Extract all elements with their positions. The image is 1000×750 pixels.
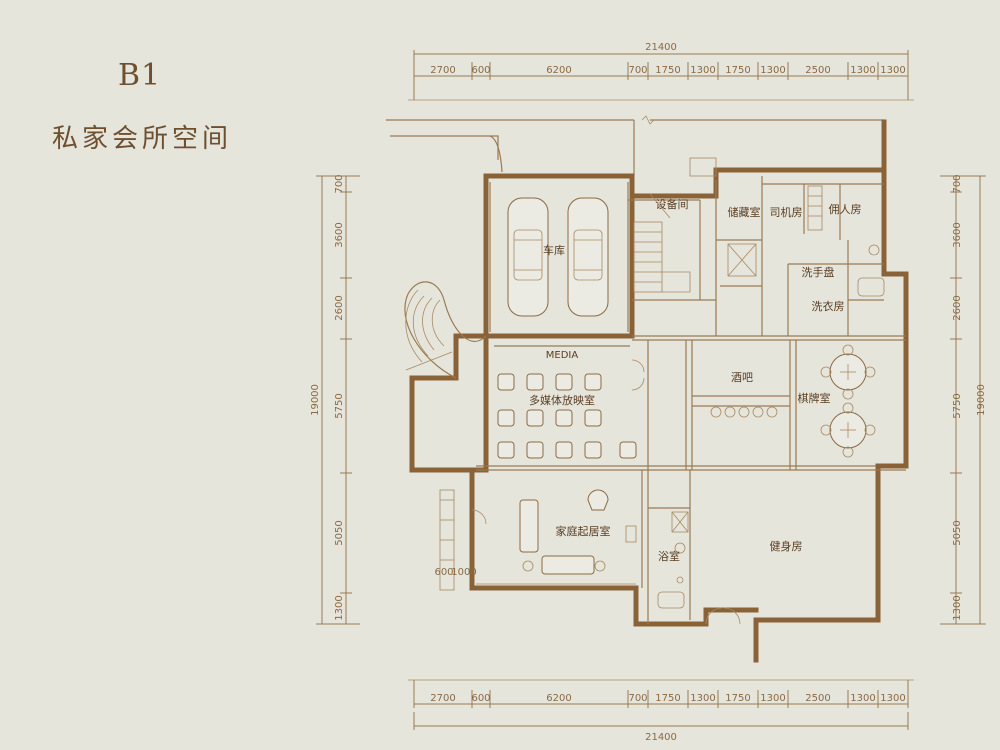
- equipment-room: 设备间: [633, 157, 717, 293]
- top-dim-5: 1300: [690, 65, 715, 76]
- floor-subtitle: 私家会所空间: [52, 124, 233, 154]
- right-dim-3: 5750: [952, 393, 963, 418]
- tv-icon: [625, 525, 637, 543]
- armchair-icon: [587, 489, 609, 511]
- room-bath-label: 浴室: [658, 549, 680, 563]
- bottom-dim-10: 1300: [880, 693, 905, 704]
- media-screen-label: MEDIA: [546, 350, 579, 361]
- top-dim-3: 700: [628, 65, 647, 76]
- top-dimensions: 21400 2700 600 6200 700 1750 1300 1750 1…: [408, 42, 914, 101]
- room-washbasin-label: 洗手盘: [802, 265, 835, 279]
- bath-tub-icon: [657, 591, 685, 609]
- right-dim-2: 2600: [952, 295, 963, 320]
- left-dim-0: 700: [334, 174, 345, 193]
- room-gym-label: 健身房: [770, 539, 803, 553]
- top-dim-2: 6200: [546, 65, 571, 76]
- left-total-dim: 19000: [310, 384, 321, 416]
- lamp-icon: [522, 560, 534, 572]
- top-dim-6: 1750: [725, 65, 750, 76]
- top-dim-1: 600: [471, 65, 490, 76]
- room-storage-label: 储藏室: [728, 205, 761, 219]
- bath-toilet-icon: [674, 542, 686, 554]
- bottom-dim-6: 1750: [725, 693, 750, 704]
- right-total-dim: 19000: [976, 384, 987, 416]
- room-laundry-label: 洗衣房: [812, 299, 845, 313]
- bottom-dim-8: 2500: [805, 693, 830, 704]
- bottom-dim-5: 1300: [690, 693, 715, 704]
- bottom-dim-3: 700: [628, 693, 647, 704]
- media-seats: [497, 373, 637, 459]
- left-dim-4: 5050: [334, 520, 345, 545]
- sofa-bottom-icon: [541, 555, 595, 575]
- top-dim-0: 2700: [430, 65, 455, 76]
- right-dim-5: 1300: [952, 595, 963, 620]
- left-dimensions: 19000 700 3600 2600 5750 5050 1300: [310, 174, 360, 625]
- garage: 车库: [507, 197, 609, 317]
- media-room: MEDIA 多媒体放映室: [494, 345, 645, 459]
- bottom-total-dim: 21400: [645, 732, 677, 743]
- sofa-icon: [519, 499, 539, 553]
- bottom-dim-2: 6200: [546, 693, 571, 704]
- right-dimensions: 19000 700 3600 2600 5750 5050 1300: [940, 174, 987, 625]
- right-dim-0: 700: [952, 174, 963, 193]
- top-dim-8: 2500: [805, 65, 830, 76]
- bathroom: 浴室: [657, 511, 689, 609]
- bar: 酒吧: [710, 371, 778, 418]
- room-bar-label: 酒吧: [731, 371, 753, 384]
- room-garage-label: 车库: [543, 243, 565, 257]
- elevator-icon: [727, 243, 757, 277]
- room-driver-label: 司机房: [770, 205, 803, 219]
- service-rooms: 储藏室 司机房 佣人房 洗手盘 洗衣房: [727, 185, 885, 313]
- room-chess-label: 棋牌室: [798, 391, 831, 405]
- bottom-dim-1: 600: [471, 693, 490, 704]
- small-dim-600: 600: [434, 567, 453, 578]
- right-dim-4: 5050: [952, 520, 963, 545]
- gym: 健身房: [705, 539, 803, 625]
- left-dim-3: 5750: [334, 393, 345, 418]
- bottom-dim-4: 1750: [655, 693, 680, 704]
- room-media-label: 多媒体放映室: [529, 393, 595, 407]
- top-dim-7: 1300: [760, 65, 785, 76]
- toilet-icon: [868, 244, 880, 256]
- curved-staircase: [404, 281, 487, 379]
- room-servant-label: 佣人房: [829, 203, 862, 216]
- top-dim-10: 1300: [880, 65, 905, 76]
- chess-room: 棋牌室: [798, 344, 876, 458]
- interior-walls: [476, 176, 906, 624]
- shower-icon: [671, 511, 689, 533]
- top-dim-4: 1750: [655, 65, 680, 76]
- room-equipment-label: 设备间: [656, 197, 689, 211]
- bathtub-icon: [857, 277, 885, 297]
- left-dim-5: 1300: [334, 595, 345, 620]
- right-dim-1: 3600: [952, 222, 963, 247]
- bottom-dim-7: 1300: [760, 693, 785, 704]
- small-dim-1000: 1000: [451, 567, 476, 578]
- site-boundary: [386, 115, 884, 176]
- bottom-dim-9: 1300: [850, 693, 875, 704]
- bottom-dim-0: 2700: [430, 693, 455, 704]
- top-dim-9: 1300: [850, 65, 875, 76]
- bottom-dimensions: 2700 600 6200 700 1750 1300 1750 1300 25…: [408, 679, 914, 743]
- car-right-icon: [567, 197, 609, 317]
- car-left-icon: [507, 197, 549, 317]
- family-room: 家庭起居室 600 1000: [434, 489, 637, 591]
- left-dim-2: 2600: [334, 295, 345, 320]
- room-family-label: 家庭起居室: [556, 524, 611, 538]
- left-dim-1: 3600: [334, 222, 345, 247]
- floor-level-title: B1: [118, 58, 162, 93]
- top-total-dim: 21400: [645, 42, 677, 53]
